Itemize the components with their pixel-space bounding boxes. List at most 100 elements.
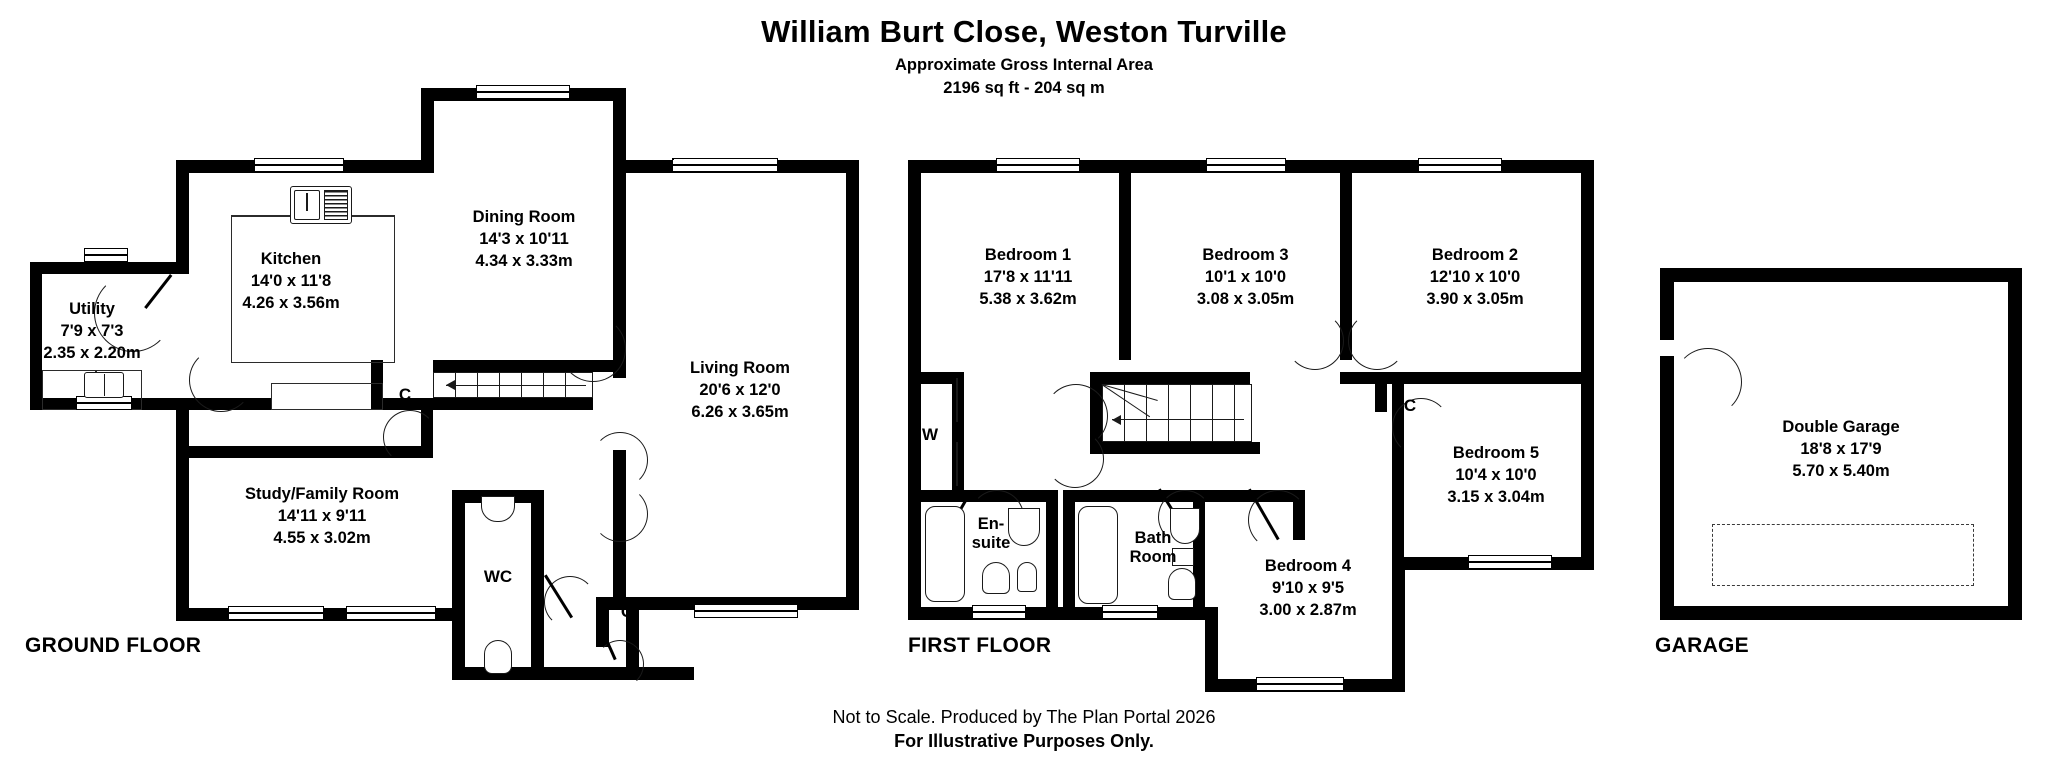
room-dims-imperial: 12'10 x 10'0 [1429, 267, 1521, 286]
wall-stairs-ff-bottom [1090, 442, 1260, 454]
door-arc-bed5 [1392, 398, 1450, 456]
kitchen-hob-icon [324, 190, 348, 220]
room-dims-metric: 4.34 x 3.33m [475, 251, 573, 270]
garage-door-gap [1659, 340, 1676, 356]
wall-cupboard-hall-left [371, 360, 383, 410]
room-dims-metric: 5.70 x 5.40m [1792, 461, 1890, 480]
room-name: Dining Room [472, 208, 576, 226]
window-bed5-bottom-line [1468, 561, 1552, 563]
ensuite-bidet-icon [1017, 562, 1037, 592]
room-dims-metric: 6.26 x 3.65m [691, 402, 789, 421]
wall-garage-left [1660, 268, 1674, 620]
stair-direction-arrow-icon [1112, 415, 1121, 425]
window-utility-bottom-line [76, 402, 132, 404]
footer-line-2: For Illustrative Purposes Only. [894, 731, 1154, 751]
bathroom-line-2: Room [1129, 547, 1177, 566]
room-label-cupboard-first: C [1403, 396, 1417, 415]
wall-utility-left [30, 262, 42, 410]
room-label-dining: Dining Room 14'3 x 10'11 4.34 x 3.33m [434, 207, 614, 272]
garage-caption: GARAGE [1655, 634, 1749, 657]
room-label-wc: WC [483, 567, 513, 586]
ensuite-basin-icon [1008, 508, 1040, 546]
wall-ff-left [908, 160, 921, 620]
page-title: William Burt Close, Weston Turville [761, 14, 1287, 49]
room-dims-metric: 3.00 x 2.87m [1259, 600, 1357, 619]
ensuite-toilet-icon [982, 562, 1010, 594]
door-arc-dining-hall [560, 316, 626, 382]
room-dims-metric: 2.35 x 2.20m [43, 343, 141, 362]
room-name: Living Room [690, 359, 790, 377]
window-bed3-top-line [1206, 164, 1286, 166]
wc-basin-icon [481, 496, 515, 522]
ground-floor-caption: GROUND FLOOR [25, 634, 202, 657]
room-dims-imperial: 9'10 x 9'5 [1271, 578, 1345, 597]
wall-wc-right [531, 490, 544, 680]
wall-ff-bottom-left [908, 607, 1218, 620]
hall-sofa-outline [271, 383, 383, 410]
wall-wc-left [452, 490, 465, 680]
first-floor-staircase [1102, 384, 1252, 442]
room-label-cupboard-entry: C [620, 602, 634, 621]
kitchen-units-top-left [231, 215, 291, 217]
window-study-bottom-2-line [346, 612, 436, 614]
room-dims-imperial: 14'11 x 9'11 [277, 506, 367, 525]
room-name: Kitchen [260, 250, 322, 268]
room-label-bedroom-3: Bedroom 3 10'1 x 10'0 3.08 x 3.05m [1158, 245, 1333, 310]
window-bed4-bottom-line [1256, 683, 1344, 685]
wall-main-left-upper [176, 160, 189, 272]
wall-utility-join-top [148, 262, 189, 274]
door-arc-utility [94, 274, 172, 352]
door-arc-bed3 [1286, 312, 1344, 370]
room-name: Bedroom 1 [984, 246, 1072, 264]
garage-parking-outline [1712, 524, 1974, 586]
room-dims-metric: 4.55 x 3.02m [273, 528, 371, 547]
window-bed2-top-line [1418, 164, 1502, 166]
room-dims-imperial: 17'8 x 11'11 [983, 267, 1073, 286]
room-name: Utility [69, 300, 115, 318]
wall-ff-bed4-right [1392, 570, 1405, 692]
door-arc-study [383, 410, 437, 464]
wall-stairs-bottom [433, 398, 593, 410]
wardrobe-rail-upper [956, 378, 959, 422]
room-name: Bedroom 2 [1431, 246, 1519, 264]
room-label-wardrobe: W [921, 425, 939, 444]
window-dining-top-line [476, 91, 570, 93]
door-arc-bed1 [1044, 384, 1108, 448]
door-arc-garage [1674, 348, 1742, 416]
room-name: Bedroom 4 [1264, 557, 1352, 575]
room-label-bedroom-5: Bedroom 5 10'4 x 10'0 3.15 x 3.04m [1406, 443, 1586, 508]
window-ensuite-bottom-line [972, 611, 1026, 613]
stair-direction-arrow-icon [446, 380, 455, 390]
room-dims-metric: 4.26 x 3.56m [242, 293, 340, 312]
kitchen-units-top-right [352, 215, 395, 217]
stair-step [1146, 384, 1148, 442]
room-dims-imperial: 18'8 x 17'9 [1800, 439, 1882, 458]
wall-main-left-lower [176, 398, 189, 620]
window-study-bottom-line [228, 612, 324, 614]
stair-step [1190, 384, 1192, 442]
room-dims-metric: 3.15 x 3.04m [1447, 487, 1545, 506]
gross-area-label: Approximate Gross Internal Area [895, 56, 1153, 74]
room-name: Study/Family Room [244, 485, 400, 503]
bathroom-bath-icon [1078, 506, 1118, 604]
room-dims-metric: 3.90 x 3.05m [1426, 289, 1524, 308]
room-label-living: Living Room 20'6 x 12'0 6.26 x 3.65m [645, 358, 835, 423]
room-dims-imperial: 14'0 x 11'8 [250, 271, 332, 290]
room-label-cupboard-hall: C [398, 385, 412, 404]
room-label-ensuite: En- suite [955, 515, 1027, 553]
stair-step [1212, 384, 1214, 442]
window-bed1-top-line [996, 164, 1080, 166]
gross-area-value: 2196 sq ft - 204 sq m [943, 79, 1105, 97]
door-arc-bed2 [1348, 312, 1406, 370]
wall-dining-right [613, 88, 626, 173]
room-dims-imperial: 7'9 x 7'3 [60, 321, 124, 340]
wall-garage-top [1660, 268, 2022, 282]
door-arc-bed4 [1248, 490, 1308, 550]
room-name: Bedroom 3 [1202, 246, 1289, 264]
ensuite-bath-icon [925, 506, 965, 602]
door-arc-living-2 [592, 486, 648, 542]
room-dims-imperial: 14'3 x 10'11 [479, 229, 569, 248]
wall-landing-top [1090, 372, 1250, 384]
stair-step [1168, 384, 1170, 442]
wall-bed3-right [1340, 173, 1352, 360]
